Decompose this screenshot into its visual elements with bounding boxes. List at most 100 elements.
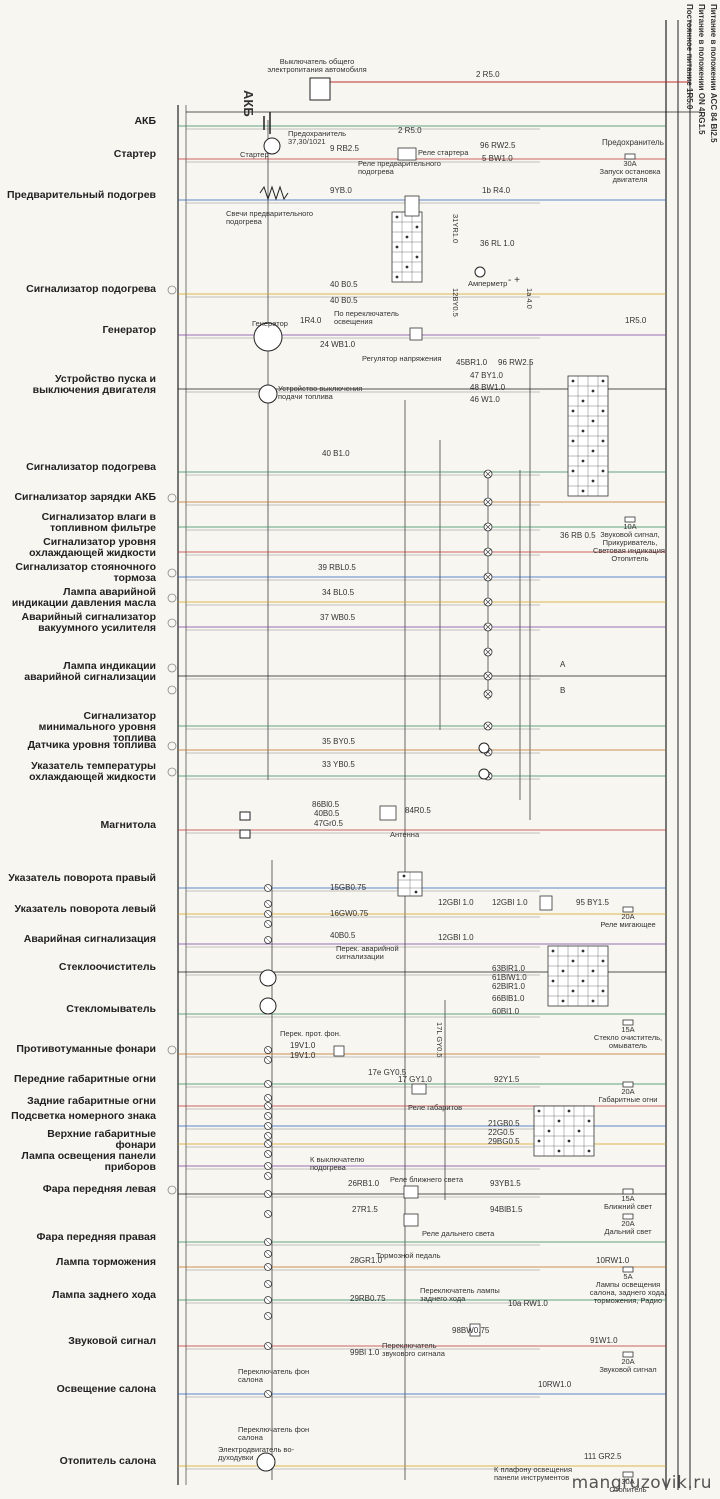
row-label: Лампа индикации аварийной сигнализации [24,660,156,683]
row-label: Стекломыватель [66,1003,156,1015]
wire-label: 29BG0.5 [488,1137,520,1146]
row-label: Сигнализатор минимального уровня топлива [38,710,156,744]
row-label: Сигнализатор зарядки АКБ [14,491,156,503]
wiper-motor [259,969,277,987]
wire-label: 95 BY1.5 [576,898,609,907]
bulb [264,920,272,928]
fuse-amp: 20A [621,1357,635,1366]
bulb [264,910,272,918]
relay [469,1323,481,1337]
row-label: Верхние габаритные фонари [47,1128,156,1151]
wire-label: 61BlW1.0 [492,973,527,982]
row-label: Освещение салона [56,1383,156,1395]
wire-label: 9 RB2.5 [330,144,359,153]
fuse-caption: Запуск остановка двигателя [599,167,661,184]
speaker [239,811,251,821]
wire-label: 2 R5.0 [398,126,422,135]
component-caption: Стартер [240,150,269,159]
row-label: Магнитола [100,819,156,831]
bulb [264,1263,272,1271]
wire-label: 93YB1.5 [490,1179,521,1188]
component-caption: К выключателю подогрева [310,1155,365,1172]
panel-icon [167,618,177,628]
panel-icon [167,741,177,751]
row-label: Задние габаритные огни [27,1095,156,1107]
bulb [264,1150,272,1158]
wire-label: 66BlB1.0 [492,994,525,1003]
component-caption: Свечи предварительного подогрева [226,209,314,226]
bulb [264,1280,272,1288]
component-caption: Предохранитель 37,30/1021 [288,129,347,146]
indicator-lamp [483,522,493,532]
wire-label: 111 GR2.5 [584,1452,622,1461]
bulb [264,1132,272,1140]
relay [379,805,397,821]
bulb [264,1390,272,1398]
wire-label: 2 R5.0 [476,70,500,79]
bulb [264,1046,272,1054]
wire-label: 33 YB0.5 [322,760,355,769]
wire-label: 10RW1.0 [538,1380,572,1389]
main-switch-caption: Выключатель общего электропитания автомо… [267,57,367,74]
wire-label: 16GW0.75 [330,909,369,918]
row-label: Сигнализатор уровня охлаждающей жидкости [29,536,156,559]
component-caption: К плафону освещения панели инструментов [494,1465,573,1482]
wire-label: 1b R4.0 [482,186,511,195]
relay [397,147,417,161]
wire-label: 10RW1.0 [596,1256,630,1265]
fuse-caption: Стекло очиститель, омыватель [593,1033,663,1050]
bulb [264,1312,272,1320]
bulb [264,884,272,892]
wire-label: 1R5.0 [625,316,647,325]
row-label: Аварийный сигнализатор вакуумного усилит… [21,611,156,634]
row-label: Указатель температуры охлаждающей жидкос… [29,760,156,783]
bulb [264,1190,272,1198]
panel-icon [167,568,177,578]
fuse [622,1081,634,1088]
watermark: mangruzovik.ru [571,1473,712,1493]
conn-b: B [560,686,566,695]
wire-label: 36 RL 1.0 [480,239,515,248]
start-switch-table [567,375,609,497]
row-label: Стеклоочиститель [58,961,156,973]
fuse-caption: Дальний свет [604,1227,652,1236]
component-symbols [167,77,636,1478]
wire-label: 47Gr0.5 [314,819,343,828]
wire-17gy: 17L GY0.5 [435,1022,444,1058]
wire-label: 12GBl 1.0 [438,898,474,907]
panel-icon [167,685,177,695]
fuse-caption: Ближний свет [603,1202,653,1211]
ignition-switch-table [391,211,423,283]
wire-label: 15GB0.75 [330,883,367,892]
wire-label: 27R1.5 [352,1205,378,1214]
row-label: Звуковой сигнал [68,1335,156,1347]
power-line-const: Постоянное питание 1R5.0 [685,4,694,110]
panel-icon [167,1045,177,1055]
wire-label: 39 RBL0.5 [318,563,356,572]
conn-a: A [560,660,566,669]
wire-label: 19V1.0 [290,1051,316,1060]
wire-label: 63BlR1.0 [492,964,525,973]
fuse-amp: 15A [621,1025,635,1034]
wire-label: 45BR1.0 [456,358,488,367]
wire-4: 1a 4.0 [525,288,534,309]
indicator-lamp [483,721,493,731]
row-label: Предварительный подогрев [6,189,156,201]
component-caption: Антенна [390,830,420,839]
wire-label: 60Bl1.0 [492,1007,520,1016]
row-label: Стартер [113,148,156,160]
relay [403,1185,419,1199]
component-caption: Переключатель лампы заднего хода [420,1286,500,1303]
wire-label: 9YB.0 [330,186,352,195]
row-label: Устройство пуска и выключения двигателя [32,373,156,396]
component-caption: Амперметр [468,279,508,288]
fuse [624,516,636,523]
bulb [264,1056,272,1064]
wire-label: 92Y1.5 [494,1075,520,1084]
fuse-amp: 30A [621,1477,635,1486]
fuse-caption: Габаритные огни [598,1095,658,1104]
predohr-top: Предохранитель [602,138,664,147]
wire-label: 29RB0.75 [350,1294,386,1303]
wire-label: 94BlB1.5 [490,1205,523,1214]
